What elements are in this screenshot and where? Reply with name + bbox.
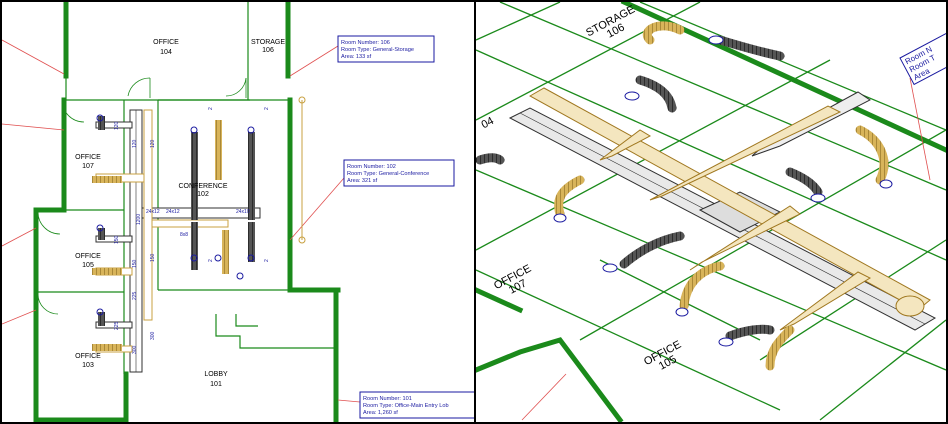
iso-flex-ducts <box>476 21 889 371</box>
duct-size-label: 24x12 <box>146 209 160 215</box>
plan-doors <box>37 77 247 315</box>
duct-size-label: 24x12 <box>166 209 180 215</box>
plan-flex-runs <box>92 116 255 351</box>
plan-room-number: 104 <box>160 49 172 56</box>
plan-main-duct <box>95 109 261 373</box>
tag-room-number: Room Number: 102 <box>347 164 396 170</box>
plan-room-name: STORAGE <box>251 39 285 46</box>
duct-size-label: 120 <box>150 139 156 148</box>
tag-room-type: Room Type: General-Storage <box>341 47 414 53</box>
iso-leaders <box>521 77 931 421</box>
plan-room-name: OFFICE <box>153 39 179 46</box>
room-tag-102[interactable]: Room Number: 102 Room Type: General-Conf… <box>343 159 455 187</box>
duct-size-label: 120 <box>132 139 138 148</box>
plan-diffusers <box>96 114 255 316</box>
duct-size-label: 225 <box>132 291 138 300</box>
plan-room-name: OFFICE <box>75 353 101 360</box>
duct-size-label: 8x8 <box>180 232 188 238</box>
iso-viewport[interactable]: STORAGE 106 04 OFFICE 107 OFFICE 105 <box>474 0 948 424</box>
plan-exterior-walls <box>33 2 341 422</box>
tag-area: Area: 1,260 sf <box>363 410 398 416</box>
plan-leaders <box>2 39 361 403</box>
plan-room-number: 103 <box>82 362 94 369</box>
plan-duct-labels: 24x12 24x12 24x10 8x8 120 120 120 1200 150 150 150… <box>114 107 270 354</box>
plan-room-number: 106 <box>262 47 274 54</box>
plan-room-name: OFFICE <box>75 253 101 260</box>
plan-room-name: LOBBY <box>204 371 228 378</box>
duct-size-label: 2 <box>264 259 270 262</box>
iso-diffusers <box>553 35 893 347</box>
room-tag-101[interactable]: Room Number: 101 Room Type: Office-Main … <box>359 391 476 419</box>
plan-room-number: 102 <box>197 191 209 198</box>
duct-size-label: 120 <box>114 121 120 130</box>
duct-size-label: 150 <box>132 259 138 268</box>
plan-room-number: 101 <box>210 381 222 388</box>
tag-area: Area: 133 sf <box>341 54 372 60</box>
duct-size-label: 2 <box>208 259 214 262</box>
plan-dim-line <box>298 96 306 244</box>
plan-room-name: OFFICE <box>75 154 101 161</box>
duct-size-label: 300 <box>150 331 156 340</box>
plan-room-name: CONFERENCE <box>178 183 227 190</box>
tag-room-type: Room Type: Office-Main Entry Lob <box>363 403 449 409</box>
duct-size-label: 300 <box>132 345 138 354</box>
duct-size-label: 150 <box>114 235 120 244</box>
plan-room-number: 105 <box>82 262 94 269</box>
plan-room-number: 107 <box>82 163 94 170</box>
duct-size-label: 1200 <box>136 214 142 225</box>
duct-size-label: 225 <box>114 321 120 330</box>
iso-room-number: 04 <box>480 115 496 131</box>
duct-size-label: 150 <box>150 253 156 262</box>
duct-size-label: 2 <box>208 107 214 110</box>
room-tag-106[interactable]: Room Number: 106 Room Type: General-Stor… <box>337 35 435 63</box>
plan-viewport[interactable]: 24x12 24x12 24x10 8x8 120 120 120 1200 150 150 150… <box>0 0 476 424</box>
duct-size-label: 2 <box>264 107 270 110</box>
duct-size-label: 24x10 <box>236 209 250 215</box>
plan-room-labels: OFFICE 104 STORAGE 106 OFFICE 107 CONFER… <box>75 39 285 388</box>
tag-area: Area: 321 sf <box>347 178 378 184</box>
tag-room-number: Room Number: 101 <box>363 396 412 402</box>
tag-room-number: Room Number: 106 <box>341 40 390 46</box>
iso-supply-duct <box>528 87 931 331</box>
tag-room-type: Room Type: General-Conference <box>347 171 429 177</box>
